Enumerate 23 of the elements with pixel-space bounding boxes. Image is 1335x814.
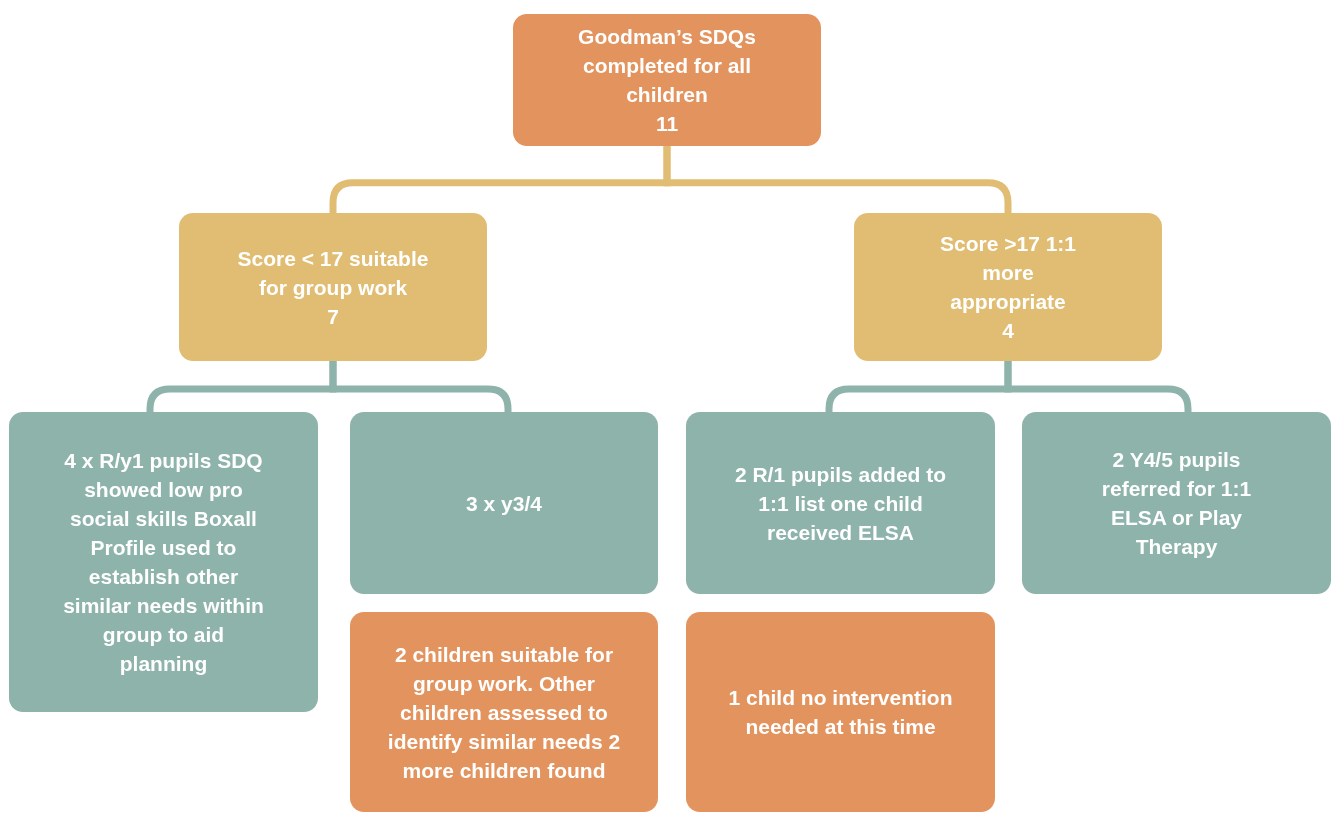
process-box — [686, 412, 995, 594]
box-text: 3 x y3/4 — [466, 490, 542, 517]
connector-line — [329, 361, 512, 413]
box-text: 2 Y4/5 pupils referred for 1:1 ELSA or Play Therapy — [1100, 447, 1253, 560]
process-box — [513, 14, 821, 146]
process-box — [854, 213, 1162, 361]
box-text: 11 — [655, 111, 679, 137]
process-box — [350, 612, 658, 812]
box-text: 4 — [1002, 318, 1014, 344]
box-text: Goodman’s SDQs completed for all children — [577, 24, 757, 108]
connector-line — [1004, 361, 1192, 413]
box-text: Score >17 1:1 more appropriate — [940, 231, 1076, 315]
box-text: 4 x R/y1 pupils SDQ showed low pro social skills Boxall Profile used to establish other similar needs within group to aid planning — [62, 448, 265, 677]
process-box — [1022, 412, 1331, 594]
box-text: 2 children suitable for group work. Other children assessed to identify similar needs 2 more children found — [386, 641, 622, 784]
box-text: 1 child no intervention needed at this time — [727, 685, 954, 740]
process-box — [686, 612, 995, 812]
box-text: 7 — [327, 303, 339, 330]
box-text: 2 R/1 pupils added to 1:1 list one child received ELSA — [733, 461, 948, 546]
process-box — [350, 412, 658, 594]
box-text: Score < 17 suitable for group work — [236, 245, 430, 301]
process-box — [9, 412, 318, 712]
process-box — [179, 213, 487, 361]
